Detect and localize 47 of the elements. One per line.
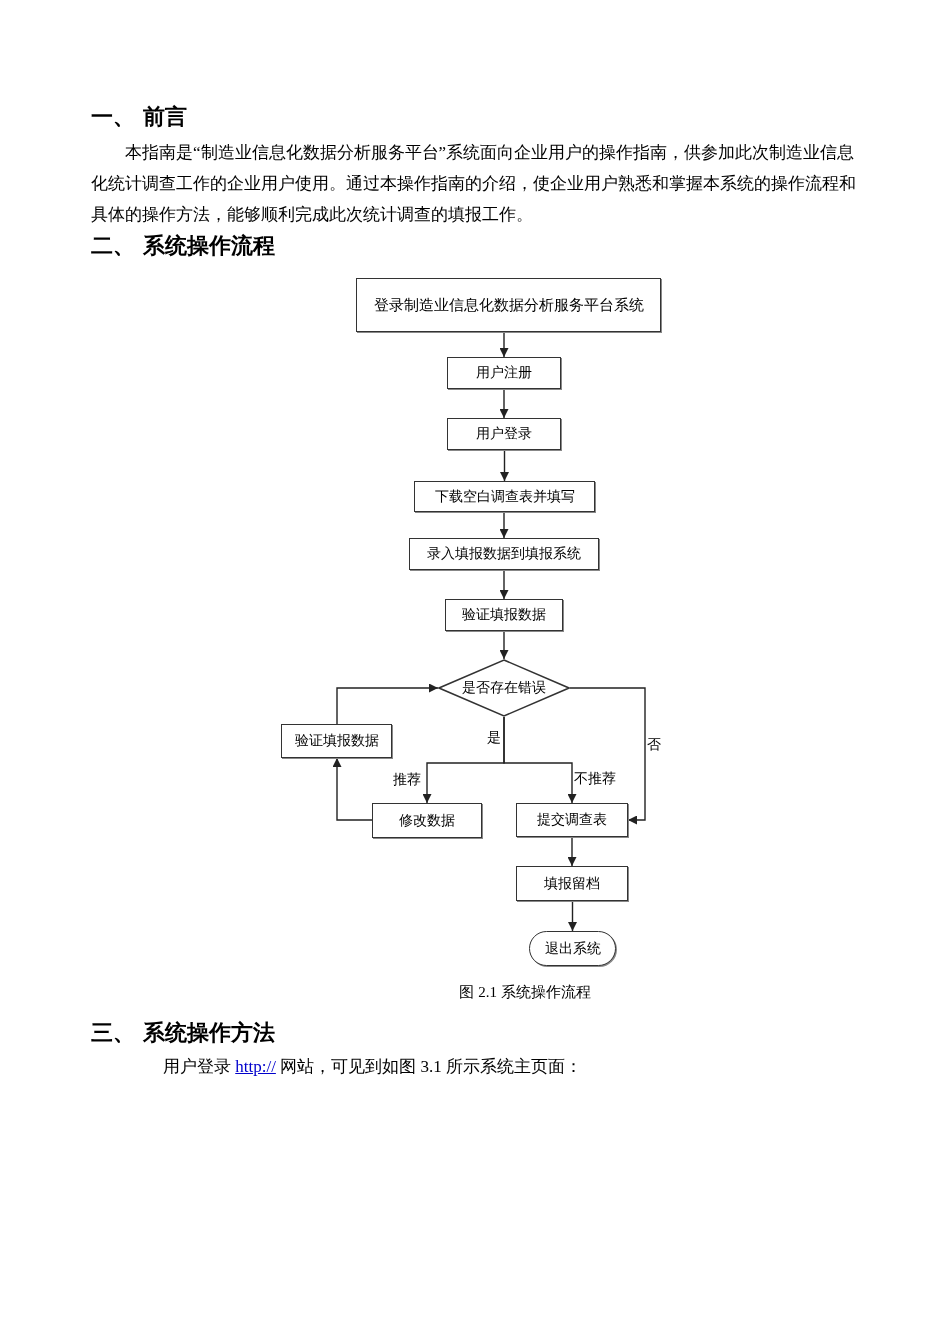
node-label: 退出系统 xyxy=(544,939,601,958)
figure-caption: 图 2.1 系统操作流程 xyxy=(458,983,592,1002)
process-box xyxy=(516,803,628,837)
arrow xyxy=(336,683,439,725)
arrow xyxy=(499,331,509,358)
arrow xyxy=(332,757,373,821)
node-label: 用户登录 xyxy=(476,425,532,443)
paragraph: 本指南是“制造业信息化数据分析服务平台”系统面向企业用户的操作指南，供参加此次制造业信息化统计调查工作的企业用户使用。通过本操作指南的介绍，使企业用户熟悉和掌握本系统的操作流程和具体的操作方法，能够顺利完成此次统计调查的填报工作。 xyxy=(91,142,857,226)
process-box xyxy=(409,538,599,570)
arrow xyxy=(568,900,577,932)
node-label: 登录制造业信息化数据分析服务平台系统 xyxy=(373,295,644,315)
edge-label: 推荐 xyxy=(392,771,422,787)
process-box xyxy=(281,724,392,758)
section-heading: 二、 系统操作流程 xyxy=(91,232,275,260)
section-heading: 三、 系统操作方法 xyxy=(91,1019,275,1047)
arrow xyxy=(500,449,509,482)
node-label: 验证填报数据 xyxy=(294,732,379,750)
branch-label: 是 xyxy=(486,729,502,745)
arrow xyxy=(499,569,509,600)
process-box xyxy=(356,278,661,332)
arrow xyxy=(503,716,577,804)
arrow xyxy=(499,511,509,539)
node-label: 用户注册 xyxy=(476,364,532,382)
node-label: 下载空白调查表并填写 xyxy=(434,487,575,506)
link: http:// xyxy=(235,1057,276,1076)
process-box xyxy=(447,357,561,389)
arrow xyxy=(567,836,577,867)
process-box xyxy=(516,866,628,901)
node-label: 填报留档 xyxy=(544,874,600,893)
section-heading: 一、 前言 xyxy=(91,103,187,131)
edge-label: 不推荐 xyxy=(573,770,617,786)
node-label: 修改数据 xyxy=(399,811,455,830)
arrow xyxy=(499,388,509,419)
node-label: 录入填报数据到填报系统 xyxy=(427,545,581,563)
node-label: 是否存在错误 xyxy=(462,679,546,697)
arrow xyxy=(499,630,509,660)
edge-label: 否 xyxy=(646,736,662,752)
terminal-box xyxy=(529,931,616,966)
arrow xyxy=(569,687,646,825)
process-box xyxy=(372,803,482,838)
decision-diamond xyxy=(438,659,570,717)
paragraph: 用户登录 http:// 网站，可见到如图 3.1 所示系统主页面： xyxy=(163,1056,582,1078)
process-box xyxy=(414,481,595,512)
node-label: 提交调查表 xyxy=(537,811,607,829)
node-label: 验证填报数据 xyxy=(462,606,546,624)
process-box xyxy=(445,599,563,631)
process-box xyxy=(447,418,561,450)
